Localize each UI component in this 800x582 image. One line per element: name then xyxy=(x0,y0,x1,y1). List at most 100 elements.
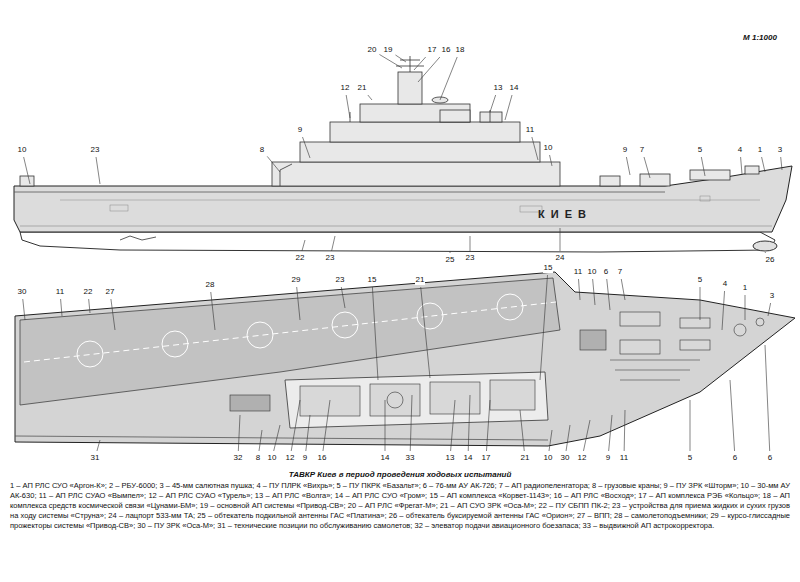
leader-line xyxy=(385,400,386,451)
callout-number: 11 xyxy=(525,125,535,135)
drawing-title: ТАВКР Киев в период проведения ходовых и… xyxy=(0,470,800,479)
leader-line xyxy=(274,425,280,451)
callout-number: 24 xyxy=(555,253,566,263)
leader-line xyxy=(540,275,548,380)
callout-number: 4 xyxy=(737,145,743,155)
leader-line xyxy=(701,157,705,176)
leader-line xyxy=(96,157,100,184)
leader-line xyxy=(560,228,561,251)
callout-number: 29 xyxy=(291,275,302,285)
leader-line xyxy=(259,430,262,451)
leader-line xyxy=(593,279,595,305)
callout-number: 22 xyxy=(83,287,94,297)
leader-line xyxy=(626,157,630,175)
callout-number: 21 xyxy=(520,453,531,463)
callout-number: 6 xyxy=(732,453,738,463)
leader-line xyxy=(730,380,735,451)
leader-line xyxy=(609,415,612,451)
callout-number: 7 xyxy=(639,145,645,155)
callout-number: 15 xyxy=(543,263,554,273)
callout-number: 16 xyxy=(441,45,452,55)
callout-number: 22 xyxy=(295,253,306,263)
leader-line xyxy=(303,137,311,158)
leader-line xyxy=(700,287,701,320)
leader-line xyxy=(566,425,570,451)
leader-line xyxy=(368,95,372,100)
callout-number: 30 xyxy=(17,287,28,297)
leader-line xyxy=(332,236,335,251)
callout-number: 15 xyxy=(367,275,378,285)
leader-line xyxy=(421,287,430,378)
callout-number: 32 xyxy=(233,453,244,463)
leader-line xyxy=(765,252,767,253)
callout-number: 4 xyxy=(722,279,728,289)
leader-line xyxy=(468,395,470,451)
leader-line xyxy=(61,299,62,316)
leader-line xyxy=(410,395,412,451)
callout-number: 11 xyxy=(573,267,583,277)
callout-number: 23 xyxy=(325,253,336,263)
leader-line xyxy=(267,156,280,172)
callout-number: 31 xyxy=(90,453,101,463)
leader-line xyxy=(323,400,330,451)
callout-number: 25 xyxy=(445,255,456,265)
callout-number: 5 xyxy=(687,453,693,463)
leader-line xyxy=(238,415,240,451)
callout-number: 12 xyxy=(285,453,296,463)
leader-line xyxy=(490,95,496,112)
leader-line xyxy=(768,303,771,316)
callout-number: 12 xyxy=(577,453,588,463)
leader-line xyxy=(470,236,471,251)
callout-number: 21 xyxy=(357,83,368,93)
callout-number: 9 xyxy=(622,145,628,155)
callout-number: 23 xyxy=(90,145,101,155)
callout-number: 13 xyxy=(493,83,504,93)
callout-number: 9 xyxy=(297,125,303,135)
leader-line xyxy=(211,292,215,330)
callout-number: 18 xyxy=(455,45,466,55)
callout-number: 6 xyxy=(603,267,609,277)
callout-number: 19 xyxy=(383,45,394,55)
leader-line xyxy=(450,251,451,253)
callout-number: 10 xyxy=(543,143,554,153)
callout-number: 9 xyxy=(605,453,611,463)
leader-line xyxy=(89,299,90,313)
leader-line xyxy=(24,157,30,184)
callout-number: 23 xyxy=(335,275,346,285)
leader-line xyxy=(97,440,100,451)
callout-number: 23 xyxy=(465,253,476,263)
callout-number: 17 xyxy=(427,45,438,55)
leader-line xyxy=(291,400,300,451)
leader-line xyxy=(607,279,610,310)
callout-number: 13 xyxy=(445,453,456,463)
leader-line xyxy=(414,57,426,70)
leader-line xyxy=(741,157,742,174)
callout-number: 8 xyxy=(259,145,265,155)
leader-line xyxy=(306,415,310,451)
leader-line xyxy=(579,279,581,300)
leader-line xyxy=(762,157,765,172)
leader-line xyxy=(550,155,552,166)
callout-number: 8 xyxy=(255,453,261,463)
leader-line xyxy=(111,299,115,330)
callout-number: 14 xyxy=(380,453,391,463)
callout-number: 33 xyxy=(405,453,416,463)
leader-line xyxy=(690,400,691,451)
callout-number: 20 xyxy=(367,45,378,55)
leader-line xyxy=(722,291,725,330)
callout-number: 7 xyxy=(617,267,623,277)
callout-number: 9 xyxy=(302,453,308,463)
leader-line xyxy=(297,287,300,320)
leader-line xyxy=(418,57,440,82)
leader-line xyxy=(644,157,650,178)
callout-number: 5 xyxy=(697,275,703,285)
leader-line xyxy=(451,400,455,451)
leader-line xyxy=(23,299,25,320)
leader-line xyxy=(520,410,524,451)
callout-number: 1 xyxy=(742,283,748,293)
callout-number: 10 xyxy=(587,267,598,277)
leader-line xyxy=(549,430,552,451)
callout-number: 6 xyxy=(767,453,773,463)
leader-line xyxy=(624,410,626,451)
callout-number: 10 xyxy=(267,453,278,463)
